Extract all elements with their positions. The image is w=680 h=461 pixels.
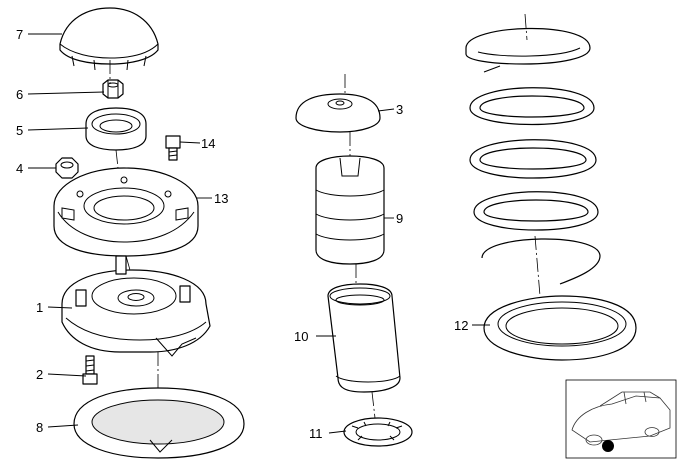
callout-1[interactable]: 1	[36, 300, 43, 315]
callout-4[interactable]: 4	[16, 161, 23, 176]
part-2-bolt[interactable]	[82, 355, 98, 385]
callout-labels: 7 6 5 4 14 13 1 2 8 3 9 10 11 12	[16, 27, 468, 441]
part-13-upper-mount-plate[interactable]	[53, 167, 199, 257]
center-axes	[109, 13, 541, 419]
callout-6[interactable]: 6	[16, 87, 23, 102]
part-3-stop-cap[interactable]	[295, 93, 381, 133]
callout-10[interactable]: 10	[294, 329, 308, 344]
callout-2[interactable]: 2	[36, 367, 43, 382]
part-5-support-ring[interactable]	[85, 107, 147, 151]
part-4-nut[interactable]	[55, 157, 79, 179]
callout-3[interactable]: 3	[396, 102, 403, 117]
callout-9[interactable]: 9	[396, 211, 403, 226]
callout-5[interactable]: 5	[16, 123, 23, 138]
callout-11[interactable]: 11	[309, 426, 323, 441]
callout-8[interactable]: 8	[36, 420, 43, 435]
part-14-bolt[interactable]	[165, 135, 181, 161]
part-8-lower-pad[interactable]	[73, 387, 245, 459]
filled-dot-icon	[602, 440, 614, 452]
callout-7[interactable]: 7	[16, 27, 23, 42]
part-9-bump-stop[interactable]	[315, 155, 385, 265]
callout-leaders	[27, 33, 490, 434]
part-1-lower-mount[interactable]	[61, 255, 211, 357]
part-6-nut[interactable]	[102, 79, 124, 99]
part-7-top-cap[interactable]	[59, 7, 159, 71]
callout-14[interactable]: 14	[201, 136, 215, 151]
callout-12[interactable]: 12	[454, 318, 468, 333]
vehicle-thumbnail[interactable]	[565, 379, 677, 459]
part-10-protective-tube[interactable]	[327, 283, 401, 393]
part-11-retaining-ring[interactable]	[343, 417, 413, 447]
callout-13[interactable]: 13	[214, 191, 228, 206]
part-12-coil-spring[interactable]	[465, 27, 637, 361]
car-outline-icon	[571, 391, 671, 446]
